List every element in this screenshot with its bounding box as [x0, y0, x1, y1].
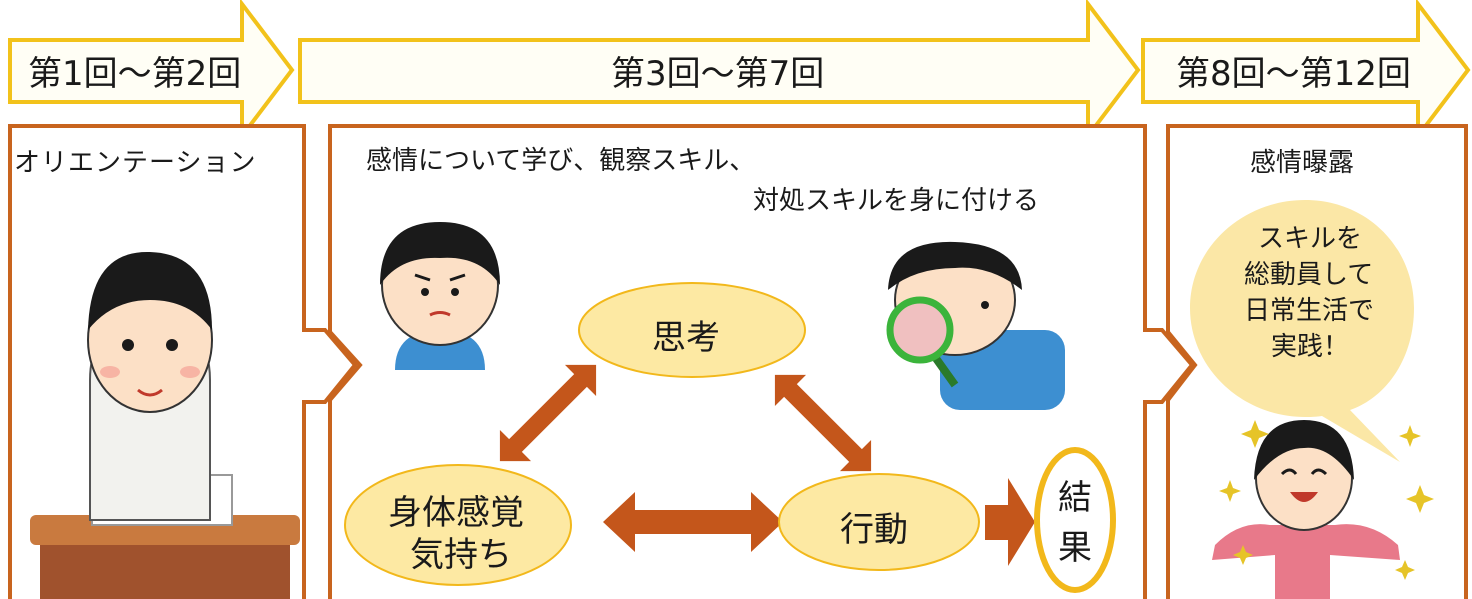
sparkle-icon	[1241, 420, 1269, 448]
orientation-title: オリエンテーション	[14, 148, 257, 178]
sparkle-icon	[1395, 560, 1415, 580]
phase-label-2: 第3回〜第7回	[611, 54, 825, 94]
body-feeling-label-1: 身体感覚	[388, 493, 524, 533]
skills-title-line1: 感情について学び、観察スキル、	[366, 146, 756, 176]
bubble-line-1: スキルを	[1258, 224, 1363, 254]
arrow-thought-body	[499, 364, 597, 462]
sparkle-icon	[1219, 480, 1241, 502]
student-at-desk-illustration	[30, 251, 300, 599]
bubble-line-3: 日常生活で	[1244, 296, 1375, 326]
sparkle-icon	[1399, 425, 1421, 447]
body-feeling-node	[344, 464, 572, 586]
skills-title-line2: 対処スキルを身に付ける	[753, 186, 1040, 216]
bubble-line-4: 実践！	[1271, 332, 1350, 362]
speech-bubble	[1190, 200, 1414, 462]
worried-boy-illustration	[380, 222, 500, 370]
phase-label-1: 第1回〜第2回	[28, 54, 242, 94]
happy-girl-illustration	[1212, 420, 1434, 599]
phase-arrow-3	[1141, 0, 1471, 142]
arrow-thought-action	[774, 374, 872, 472]
sparkle-icon	[1406, 485, 1434, 513]
action-node	[778, 473, 980, 571]
action-label: 行動	[840, 510, 908, 550]
body-feeling-label-2: 気持ち	[410, 535, 512, 575]
sparkle-icon	[1233, 545, 1253, 565]
exposure-title: 感情曝露	[1250, 148, 1355, 178]
phase-label-3: 第8回〜第12回	[1176, 54, 1411, 94]
phase-arrow-2	[298, 0, 1141, 142]
phase-arrow-1	[8, 0, 295, 142]
arrow-body-action	[603, 492, 783, 552]
result-label-1: 結	[1058, 478, 1092, 518]
thought-node	[578, 282, 806, 378]
result-label-2: 果	[1058, 528, 1092, 568]
thought-label: 思考	[652, 318, 720, 358]
bubble-line-2: 総動員して	[1244, 260, 1374, 290]
boy-with-magnifier-illustration	[886, 241, 1065, 410]
result-node	[1034, 447, 1116, 593]
arrow-action-result	[985, 478, 1035, 566]
